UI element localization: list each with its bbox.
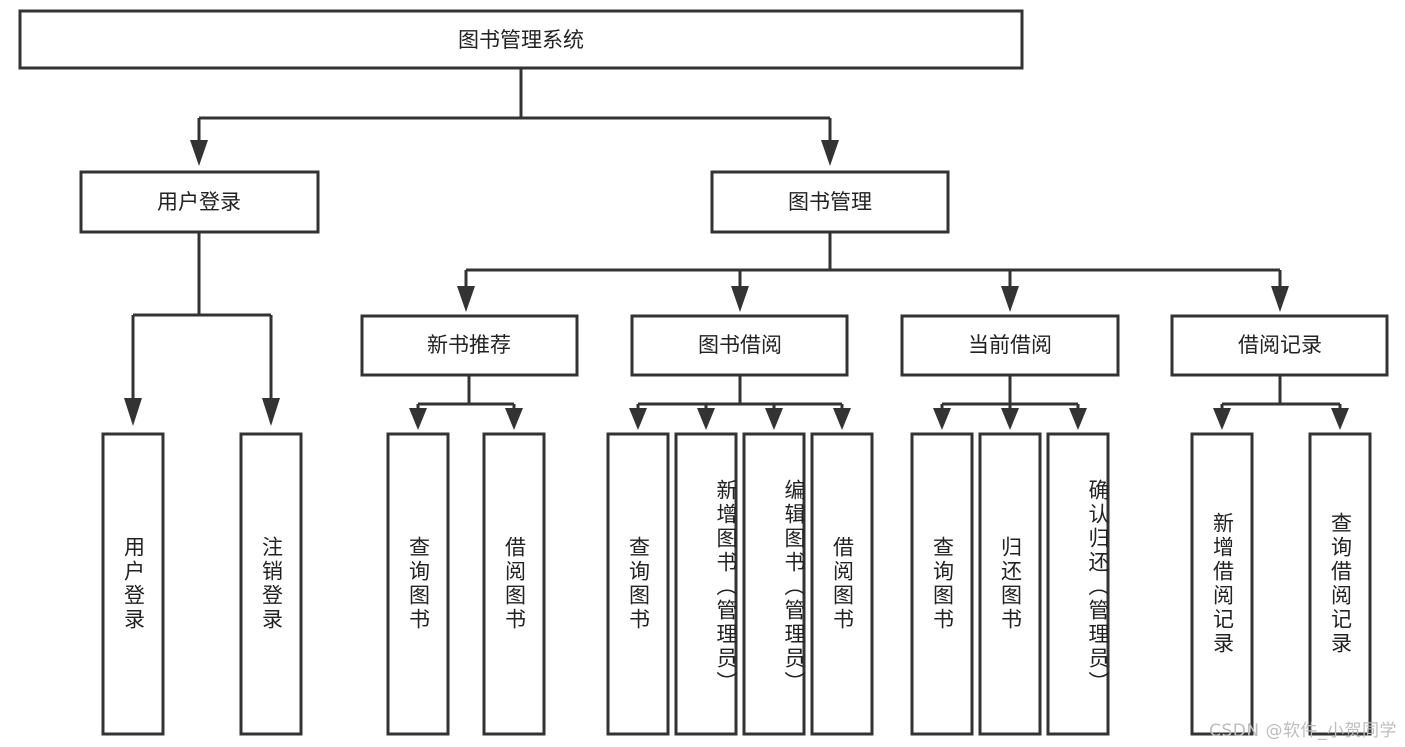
leaf-box-borrow-book-1[interactable] (482, 432, 546, 736)
arrow-borrow-leaf-2-icon (697, 408, 715, 430)
watermark-text: CSDN @软件_小贺同学 (1209, 721, 1397, 741)
node-current-borrow-label: 当前借阅 (968, 333, 1052, 357)
node-root-label: 图书管理系统 (458, 28, 584, 52)
connector-group-book-mgmt (457, 232, 1289, 312)
arrow-current-leaf-2-icon (1001, 408, 1019, 430)
node-current-borrow[interactable]: 当前借阅 (900, 314, 1120, 377)
node-borrow-records-label: 借阅记录 (1238, 333, 1322, 357)
leaf-box-query-book-1[interactable] (386, 432, 450, 736)
connector-group-current (933, 375, 1087, 430)
node-book-management-label: 图书管理 (788, 190, 872, 214)
leaf-box-query-book-3[interactable] (910, 432, 974, 736)
leaf-box-query-record[interactable] (1308, 432, 1372, 736)
arrow-new-books-leaf-1-icon (409, 408, 427, 430)
arrow-book-mgmt-records-icon (1271, 286, 1289, 312)
node-user-login[interactable]: 用户登录 (79, 170, 320, 234)
arrow-book-mgmt-new-books-icon (457, 286, 475, 312)
connector-group-borrow (629, 375, 851, 430)
arrow-current-leaf-1-icon (933, 408, 951, 430)
arrow-book-mgmt-borrow-icon (731, 286, 749, 312)
node-user-login-label: 用户登录 (157, 190, 241, 214)
leaf-box-add-book-admin[interactable] (674, 432, 738, 736)
node-root-box[interactable] (18, 9, 1024, 70)
leaf-box-query-book-2[interactable] (606, 432, 670, 736)
arrow-book-mgmt-current-icon (1001, 286, 1019, 312)
node-book-borrow-box[interactable] (630, 314, 849, 377)
node-user-login-box[interactable] (79, 170, 320, 234)
connector-group-user-login (124, 232, 280, 426)
arrow-borrow-leaf-1-icon (629, 408, 647, 430)
arrow-user-login-leaf-1-icon (124, 398, 142, 426)
arrow-records-leaf-2-icon (1331, 408, 1349, 430)
node-new-book-recommend-label: 新书推荐 (427, 333, 511, 357)
connector-group-new-books (409, 375, 523, 430)
node-root[interactable]: 图书管理系统 (18, 9, 1024, 70)
arrow-user-login-leaf-2-icon (262, 398, 280, 426)
leaf-box-user-login[interactable] (101, 432, 165, 736)
leaf-box-return-book[interactable] (978, 432, 1042, 736)
node-borrow-records[interactable]: 借阅记录 (1170, 314, 1389, 377)
leaf-box-confirm-return-admin[interactable] (1046, 432, 1110, 736)
arrow-borrow-leaf-4-icon (833, 408, 851, 430)
node-book-borrow-label: 图书借阅 (698, 333, 782, 357)
leaf-box-add-record[interactable] (1190, 432, 1254, 736)
connector-group-records (1213, 375, 1349, 430)
arrow-root-to-book-mgmt-icon (821, 140, 839, 166)
leaf-box-borrow-book-2[interactable] (810, 432, 874, 736)
leaf-box-logout[interactable] (239, 432, 303, 736)
arrow-records-leaf-1-icon (1213, 408, 1231, 430)
arrow-borrow-leaf-3-icon (765, 408, 783, 430)
node-current-borrow-box[interactable] (900, 314, 1120, 377)
node-borrow-records-box[interactable] (1170, 314, 1389, 377)
arrow-current-leaf-3-icon (1069, 408, 1087, 430)
arrow-new-books-leaf-2-icon (505, 408, 523, 430)
node-book-borrow[interactable]: 图书借阅 (630, 314, 849, 377)
node-new-book-recommend-box[interactable] (360, 314, 579, 377)
node-new-book-recommend[interactable]: 新书推荐 (360, 314, 579, 377)
node-book-management[interactable]: 图书管理 (710, 170, 950, 234)
node-book-management-box[interactable] (710, 170, 950, 234)
connector-group-root (190, 68, 839, 166)
arrow-root-to-user-login-icon (190, 140, 208, 166)
leaf-box-edit-book-admin[interactable] (742, 432, 806, 736)
